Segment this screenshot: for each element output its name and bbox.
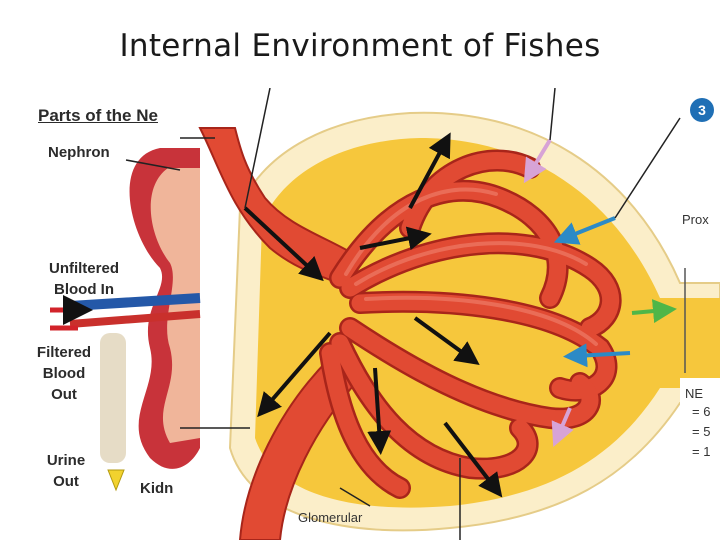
ne-label: NE: [685, 386, 704, 401]
filtered-blood-out-label: Filtered Blood Out: [36, 344, 92, 403]
pink-arrow-2: [551, 407, 574, 448]
slide-title: Internal Environment of Fishes: [119, 28, 601, 64]
urine-arrow-icon: [107, 469, 125, 492]
kidney-label: Kidn: [140, 480, 174, 497]
flow-arrows: [243, 132, 677, 498]
leader-lines: [180, 88, 686, 540]
urine-out-label: Urine Out: [46, 452, 86, 490]
equation-line-1: = 6: [692, 404, 711, 419]
glomerular-label: Glomerular: [298, 510, 363, 525]
kidney-inset: [30, 88, 205, 540]
inset-heading: Parts of the Ne: [38, 106, 158, 125]
black-arrow-3: [408, 132, 451, 209]
nephron-label: Nephron: [48, 144, 110, 161]
proximal-label: Prox: [682, 212, 709, 227]
black-arrow-1: [243, 206, 324, 282]
black-arrow-5: [257, 331, 332, 418]
blue-arrow-2: [563, 343, 631, 368]
equation-line-3: = 1: [692, 444, 711, 459]
black-arrow-2: [359, 226, 432, 251]
equation-line-2: = 5: [692, 424, 711, 439]
black-arrow-6: [367, 367, 392, 455]
black-arrow-7: [443, 421, 503, 498]
nephron-figure: Parts of the Ne Nephron Unfiltered Blood…: [30, 88, 720, 540]
green-arrow: [631, 299, 677, 324]
ureter: [100, 333, 126, 463]
glomerulus: [319, 149, 622, 499]
blue-arrow-1: [553, 216, 616, 245]
unfiltered-blood-in-label: Unfiltered Blood In: [48, 260, 119, 298]
pink-arrow-1: [523, 138, 552, 184]
step-badge: 3: [690, 98, 714, 122]
nephron-illustration: [30, 88, 720, 540]
black-arrow-4: [413, 316, 480, 366]
